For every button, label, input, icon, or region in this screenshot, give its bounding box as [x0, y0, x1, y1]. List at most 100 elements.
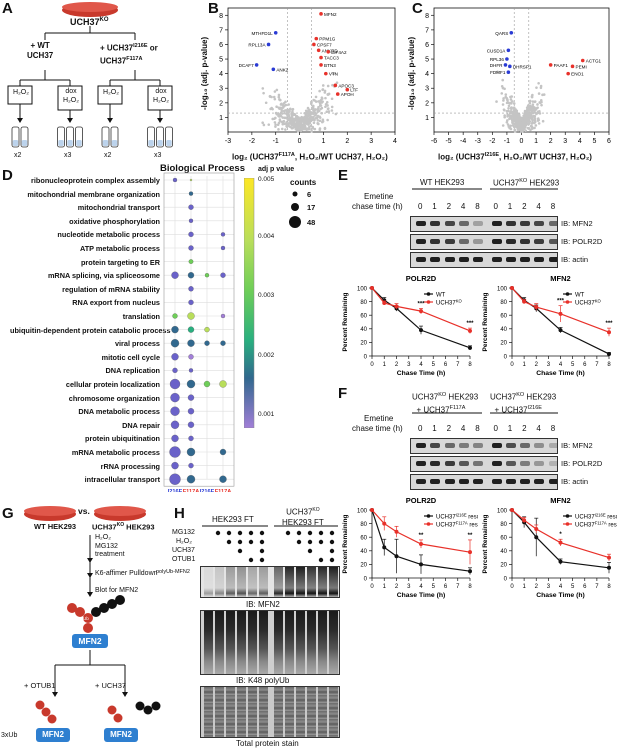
data-point [282, 119, 286, 123]
bp-term: nucleotide metabolic process [57, 230, 160, 240]
point-label: ENO1 [571, 72, 584, 77]
legend-label: UCH37F117A rescue [575, 520, 617, 528]
f-blot-mfn2 [410, 438, 558, 454]
data-point [261, 87, 265, 90]
data-point [539, 84, 543, 88]
data-point [541, 93, 544, 97]
tube-liquid [102, 140, 109, 146]
y-tick-label: 2 [219, 100, 223, 107]
x-tick-label: 0 [370, 584, 374, 590]
g-dish-wt: WT HEK293 [34, 522, 77, 531]
data-point [511, 117, 515, 121]
dot [188, 231, 194, 238]
rep-2: x3 [64, 152, 72, 159]
data-point [534, 527, 539, 532]
data-point [273, 121, 277, 124]
dot [188, 245, 194, 251]
dot [169, 378, 181, 390]
legend-title: adj p value [258, 166, 295, 173]
data-point [558, 540, 563, 545]
data-point [297, 119, 300, 123]
y-tick-label: 1 [425, 115, 429, 122]
highlight-point [312, 42, 316, 47]
e-header-ko: UCH37KO HEK293 [493, 178, 560, 188]
bp-term: cellular protein localization [65, 380, 160, 389]
y-axis-label: Percent Remaining [342, 515, 349, 574]
data-point [510, 106, 513, 109]
legend-label: UCH37KO [436, 298, 462, 306]
data-point [513, 130, 517, 133]
chase-time-label: 4 [536, 202, 541, 211]
bp-term: translation [122, 312, 160, 321]
data-point [278, 98, 281, 101]
data-point [530, 115, 534, 118]
data-point [291, 107, 295, 111]
data-point [277, 128, 280, 131]
y-tick-label: 0 [364, 354, 368, 360]
chase-time-label: 8 [475, 202, 480, 211]
chase-time-label: 2 [446, 424, 452, 433]
data-point [529, 105, 532, 108]
treatment-dot [307, 548, 313, 554]
data-point [515, 125, 518, 129]
data-point [510, 102, 513, 105]
data-point [607, 351, 611, 356]
blot-band [473, 239, 484, 244]
dot [170, 420, 180, 429]
x-tick-label: 1 [383, 362, 387, 368]
legend-marker [565, 292, 570, 296]
y-tick-label: 8 [219, 13, 223, 20]
data-point [607, 555, 611, 560]
data-point [307, 127, 310, 131]
highlight-point [566, 71, 570, 76]
bp-term: protein ubiquitination [85, 434, 160, 444]
data-point [323, 126, 327, 130]
blot-band [548, 221, 557, 226]
data-point [321, 84, 325, 87]
data-point [304, 109, 308, 113]
dot [188, 462, 194, 469]
data-point [314, 116, 318, 120]
data-point [277, 95, 281, 99]
bp-term: RNA export from nucleus [72, 298, 160, 308]
f-chase: chase time (h) [352, 424, 403, 433]
rep-1: x2 [14, 152, 22, 159]
chase-time-label: 1 [507, 202, 513, 211]
data-point [330, 105, 334, 109]
blot-lane [274, 567, 283, 597]
blot-band [548, 461, 557, 466]
data-point [510, 508, 514, 512]
mfn2-box-uch37 [104, 728, 138, 742]
blot-lane [285, 611, 294, 674]
x-axis-label: Chase Time (h) [536, 370, 585, 377]
bp-term: ribonucleoprotein complex assembly [31, 176, 160, 185]
h-row-mg132: MG132 [172, 529, 195, 536]
blot-band [520, 461, 531, 466]
data-point [330, 97, 334, 101]
box-dox-1: dox H₂O₂ [63, 88, 79, 104]
bp-term: mitochondrial transport [77, 203, 160, 213]
data-point [308, 125, 311, 129]
data-point [290, 117, 294, 121]
y-tick-label: 100 [497, 286, 508, 292]
data-point [530, 95, 534, 98]
data-point [320, 96, 324, 99]
data-point [521, 129, 524, 133]
data-point [312, 121, 316, 125]
blot-band [430, 461, 441, 466]
data-point [607, 330, 611, 335]
data-point [312, 115, 315, 119]
legend-marker [565, 514, 570, 518]
blot-lane [237, 611, 246, 674]
treatment-dot [329, 548, 335, 554]
data-point [287, 117, 291, 121]
x-tick-label: 8 [468, 362, 472, 368]
data-point [274, 125, 277, 129]
x-axis-label: Chase Time (h) [397, 370, 446, 377]
significance-mark: * [559, 532, 562, 538]
treatment-dot [329, 530, 335, 536]
blot-band [534, 221, 545, 226]
data-point [509, 98, 513, 101]
blot-band [505, 443, 516, 448]
